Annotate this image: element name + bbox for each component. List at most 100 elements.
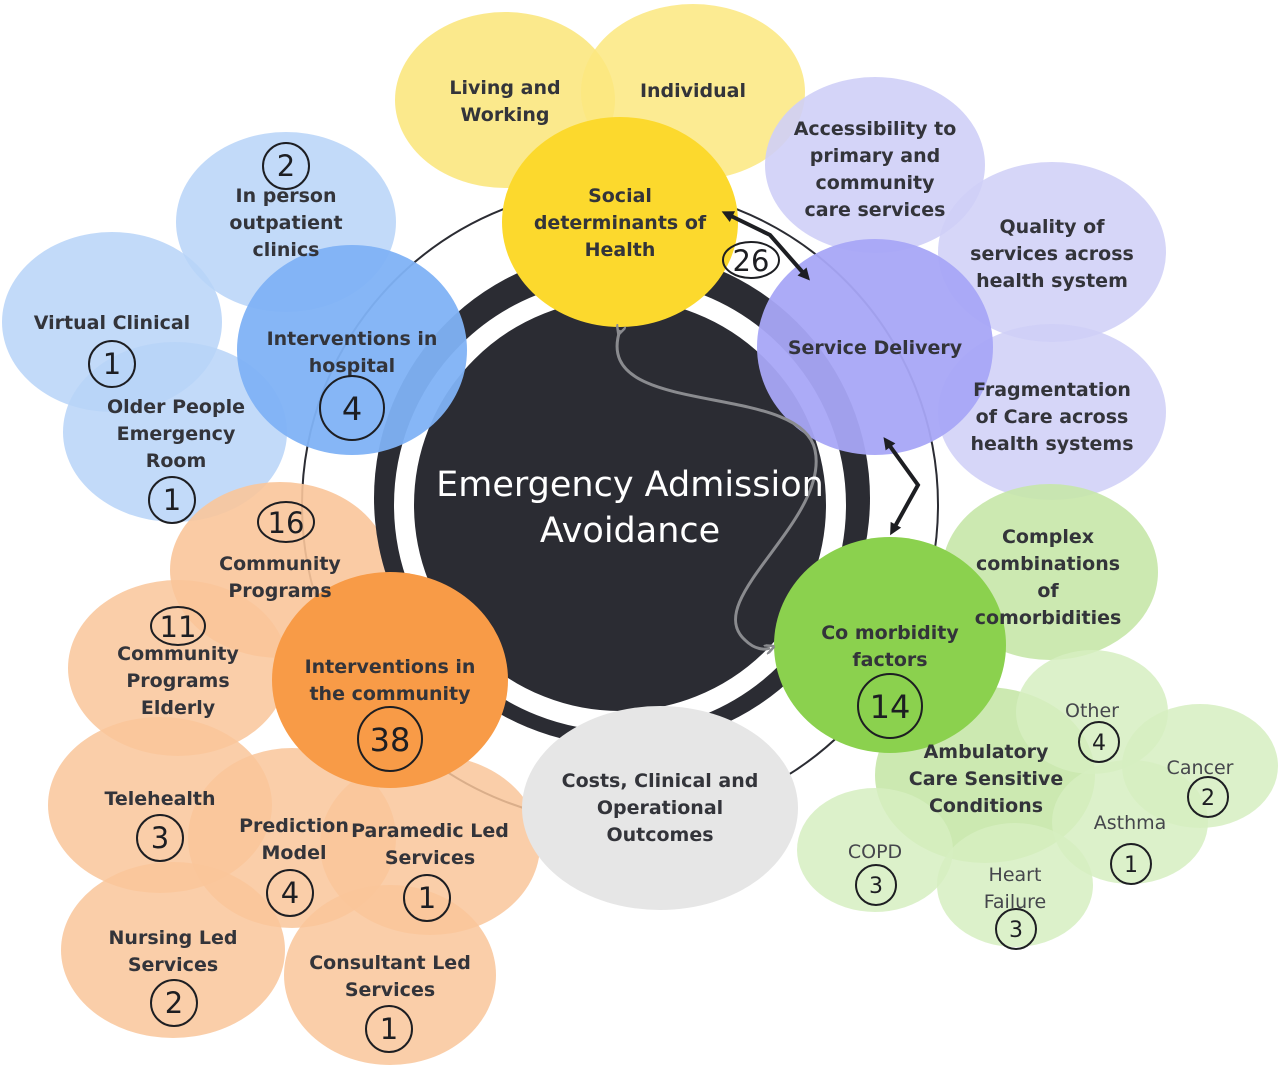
prediction-count: 4 xyxy=(281,876,299,910)
older-people-bubble xyxy=(63,342,287,522)
costs-outcomes-label-line-1: Costs, Clinical and xyxy=(562,770,759,792)
comorbidity-count-badge: 14 xyxy=(857,673,923,739)
hospital-bubble xyxy=(237,245,467,455)
costs-outcomes-bubble xyxy=(522,706,798,910)
older-people-label-line-2: Emergency xyxy=(117,423,236,445)
virtual-clinical-label: Virtual Clinical xyxy=(34,312,190,334)
accessibility-label-line-2: primary and xyxy=(810,145,940,167)
community-interventions-label-line-1: Interventions in xyxy=(305,656,476,678)
community-programs-label-line-1: Community xyxy=(219,553,341,575)
asthma-label-line-1: Asthma xyxy=(1094,812,1167,834)
quality-bubble xyxy=(938,162,1166,342)
quality-label-line-3: health system xyxy=(976,270,1128,292)
outpatient-label-line-3: clinics xyxy=(253,239,320,261)
consultant-count-badge: 1 xyxy=(365,1005,413,1053)
nursing-count-badge: 2 xyxy=(150,979,198,1027)
hospital-label-line-1: Interventions in xyxy=(267,328,438,350)
telehealth-label-line-1: Telehealth xyxy=(104,788,215,810)
outpatient-count-badge: 2 xyxy=(262,142,310,190)
accessibility-label-line-4: care services xyxy=(805,199,946,221)
heart-failure-count: 3 xyxy=(1009,918,1023,943)
fragmentation-label-line-1: Fragmentation xyxy=(973,379,1131,401)
community-count-badge: 38 xyxy=(357,706,423,772)
older-people-count: 1 xyxy=(163,483,181,517)
comorbidity-count: 14 xyxy=(870,688,911,726)
cancer-count-badge: 2 xyxy=(1187,776,1229,818)
community-programs-count: 16 xyxy=(268,506,305,540)
hospital-count: 4 xyxy=(342,390,362,428)
community-interventions-label-line-2: the community xyxy=(309,683,471,705)
paramedic-label-line-2: Services xyxy=(385,847,475,869)
living-working-label-line-1: Living and xyxy=(449,77,560,99)
prediction-label-line-2: Model xyxy=(262,842,327,864)
accessibility-bubble xyxy=(765,77,985,253)
cancer-label-line-1: Cancer xyxy=(1167,757,1234,779)
older-people-count-badge: 1 xyxy=(148,476,196,524)
complex-comorbidities-label-line-2: combinations xyxy=(976,553,1120,575)
ambulatory-label-line-2: Care Sensitive xyxy=(909,768,1063,790)
ambulatory-label-line-1: Ambulatory xyxy=(924,741,1049,763)
community-elderly-label-line-3: Elderly xyxy=(141,697,216,719)
complex-comorbidities-label-line-1: Complex xyxy=(1002,526,1094,548)
virtual-clinical-count: 1 xyxy=(103,347,121,381)
community-elderly-count: 11 xyxy=(160,610,197,644)
hospital-count-badge: 4 xyxy=(319,375,385,441)
paramedic-label-line-1: Paramedic Led xyxy=(351,820,509,842)
social-determinants-label-line-1: Social xyxy=(588,185,652,207)
comorbidity-bubble xyxy=(774,537,1006,753)
hospital-label-line-2: hospital xyxy=(309,355,395,377)
cancer-count: 2 xyxy=(1201,786,1215,811)
center-title-line2: Avoidance xyxy=(540,511,720,551)
individual-label-line-1: Individual xyxy=(640,80,746,102)
community-elderly-label-line-1: Community xyxy=(117,643,239,665)
costs-outcomes-label-line-2: Operational xyxy=(597,797,723,819)
community-elderly-count-badge: 11 xyxy=(150,606,206,646)
social-determinants-label-line-2: determinants of xyxy=(534,212,707,234)
social-determinants-bubble xyxy=(502,117,738,327)
social-determinants-label-line-3: Health xyxy=(585,239,656,261)
social-determinants-label: Social determinants of Health xyxy=(534,185,707,261)
virtual-clinical-label-line-1: Virtual Clinical xyxy=(34,312,190,334)
paramedic-count: 1 xyxy=(418,881,436,915)
outpatient-label-line-2: outpatient xyxy=(229,212,342,234)
accessibility-label-line-1: Accessibility to xyxy=(794,118,957,140)
service-link-count: 26 xyxy=(733,244,770,278)
service-delivery-label-line-1: Service Delivery xyxy=(788,337,963,359)
prediction-count-badge: 4 xyxy=(266,869,314,917)
community-programs-label-line-2: Programs xyxy=(228,580,331,602)
outpatient-count: 2 xyxy=(277,149,295,183)
comorbidity-label-line-2: factors xyxy=(852,649,927,671)
service-delivery-bubble xyxy=(757,239,993,455)
other-label: Other xyxy=(1065,700,1119,722)
nursing-label-line-1: Nursing Led xyxy=(109,927,238,949)
virtual-clinical-count-badge: 1 xyxy=(88,340,136,388)
heart-failure-count-badge: 3 xyxy=(995,908,1037,950)
paramedic-count-badge: 1 xyxy=(403,874,451,922)
nursing-count: 2 xyxy=(165,986,183,1020)
social-service-arrow xyxy=(721,211,810,281)
nursing-label-line-2: Services xyxy=(128,954,218,976)
consultant-count: 1 xyxy=(380,1012,398,1046)
older-people-label-line-1: Older People xyxy=(107,396,245,418)
heart-failure-label-line-1: Heart xyxy=(989,864,1042,886)
grey-curved-arrow xyxy=(617,330,818,649)
copd-label: COPD xyxy=(848,841,902,863)
telehealth-label: Telehealth xyxy=(104,788,215,810)
cancer-label: Cancer xyxy=(1167,757,1234,779)
community-interventions-label: Interventions in the community xyxy=(305,656,476,705)
asthma-count: 1 xyxy=(1124,853,1138,878)
other-count-badge: 4 xyxy=(1078,721,1120,763)
copd-count: 3 xyxy=(869,874,883,899)
individual-label: Individual xyxy=(640,80,746,102)
